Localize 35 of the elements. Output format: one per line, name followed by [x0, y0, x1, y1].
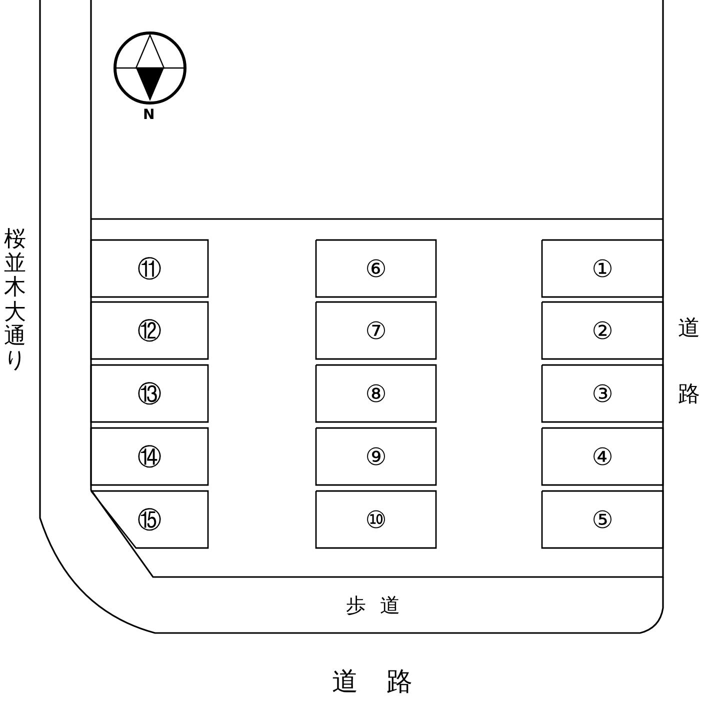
parking-space	[91, 240, 208, 297]
space-number: ⑪	[138, 256, 162, 280]
space-number: ⑨	[365, 444, 387, 468]
parking-space	[316, 491, 436, 548]
parking-space	[542, 302, 663, 359]
sidewalk-label: 歩道	[346, 594, 414, 616]
road-label: 道路	[332, 668, 442, 697]
parking-space	[542, 365, 663, 422]
space-number: ⑫	[138, 318, 162, 342]
parking-space	[542, 240, 663, 297]
parking-space	[316, 428, 436, 485]
space-number: ⑬	[138, 382, 162, 406]
space-number: ③	[592, 382, 614, 406]
parking-space	[316, 240, 436, 297]
space-number: ⑭	[138, 444, 162, 468]
parking-space	[542, 491, 663, 548]
space-number: ⑮	[138, 508, 162, 532]
space-number: ⑩	[365, 508, 387, 532]
space-number: ②	[592, 318, 614, 342]
road-label: 道路	[678, 315, 700, 409]
north-label: N	[143, 108, 155, 124]
parking-space	[91, 491, 208, 548]
space-number: ⑥	[365, 256, 387, 280]
parking-space	[91, 428, 208, 485]
space-number: ⑤	[592, 508, 614, 532]
parking-space	[91, 302, 208, 359]
parking-space	[316, 302, 436, 359]
parking-space	[91, 365, 208, 422]
street-name: 桜並木大通り	[4, 228, 26, 374]
space-number: ⑧	[365, 382, 387, 406]
parking-space	[316, 365, 436, 422]
space-number: ④	[592, 444, 614, 468]
space-number: ①	[592, 256, 614, 280]
space-number: ⑦	[365, 318, 387, 342]
parking-space	[542, 428, 663, 485]
